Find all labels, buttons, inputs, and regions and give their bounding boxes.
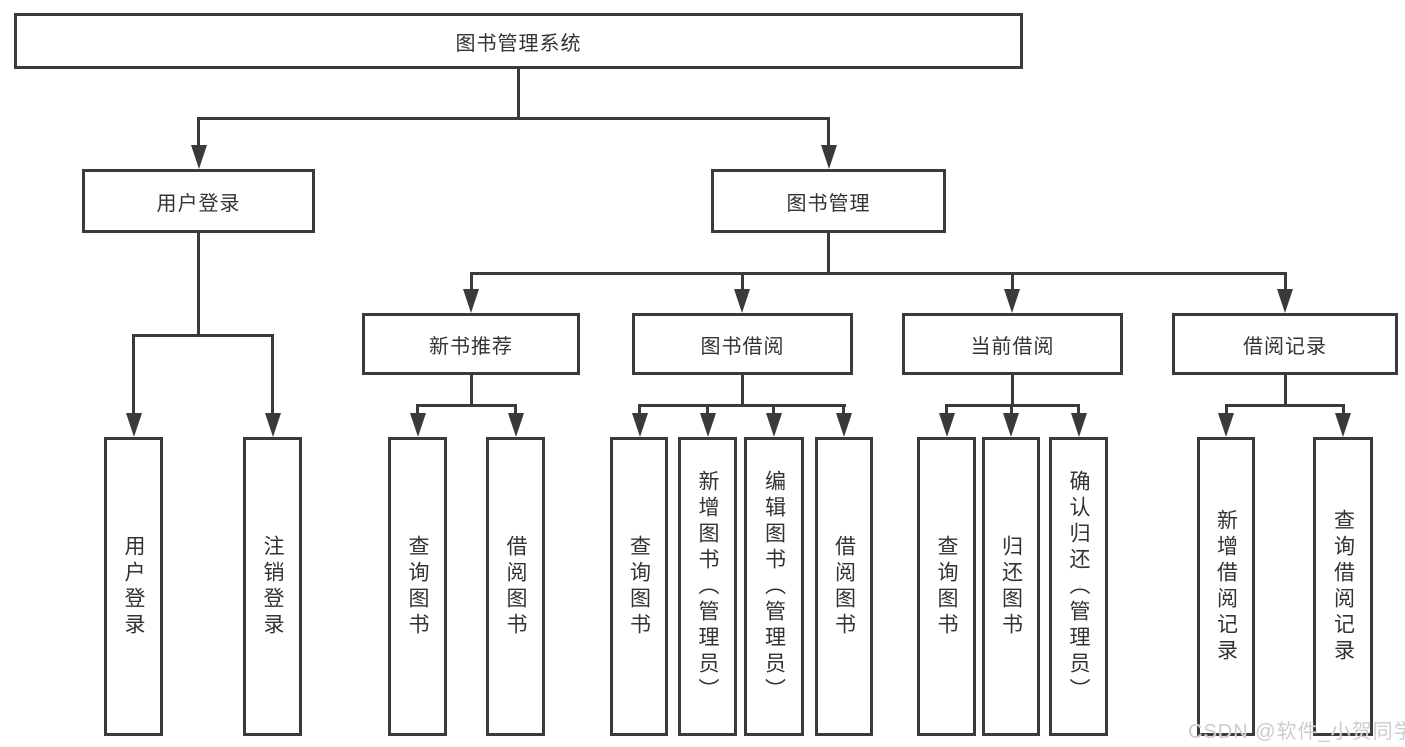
- connector-line: [271, 334, 274, 416]
- connector-line: [1284, 272, 1287, 292]
- leaf-borrow-books: 借阅图书: [815, 437, 873, 736]
- leaf-user-login: 用户登录: [104, 437, 163, 736]
- connector-line: [1284, 375, 1287, 407]
- connector-line: [842, 404, 845, 416]
- arrowhead-icon: [766, 413, 782, 437]
- arrowhead-icon: [700, 413, 716, 437]
- leaf-return-book: 归还图书: [982, 437, 1040, 736]
- connector-line: [514, 404, 517, 416]
- connector-line: [638, 404, 641, 416]
- connector-line: [1077, 404, 1080, 416]
- node-root: 图书管理系统: [14, 13, 1023, 69]
- arrowhead-icon: [821, 145, 837, 169]
- connector-line: [827, 233, 830, 275]
- arrowhead-icon: [1004, 289, 1020, 313]
- arrowhead-icon: [265, 413, 281, 437]
- connector-line: [132, 334, 274, 337]
- connector-line: [1342, 404, 1345, 416]
- leaf-logout: 注销登录: [243, 437, 302, 736]
- arrowhead-icon: [508, 413, 524, 437]
- arrowhead-icon: [1003, 413, 1019, 437]
- leaf-query-books-borrow: 查询图书: [610, 437, 668, 736]
- connector-line: [517, 69, 520, 119]
- leaf-add-book-admin: 新增图书（管理员）: [678, 437, 737, 736]
- leaf-borrow-books-recommend: 借阅图书: [486, 437, 545, 736]
- arrowhead-icon: [126, 413, 142, 437]
- node-new-book-recommend: 新书推荐: [362, 313, 580, 375]
- connector-line: [197, 233, 200, 337]
- arrowhead-icon: [734, 289, 750, 313]
- connector-line: [741, 272, 744, 292]
- node-user-login: 用户登录: [82, 169, 315, 233]
- arrowhead-icon: [1335, 413, 1351, 437]
- connector-line: [945, 404, 948, 416]
- connector-line: [470, 272, 473, 292]
- csdn-watermark: CSDN @软件_小贺同学: [1188, 721, 1405, 743]
- node-book-borrow: 图书借阅: [632, 313, 853, 375]
- connector-line: [416, 404, 517, 407]
- leaf-query-borrow-record: 查询借阅记录: [1313, 437, 1373, 736]
- connector-line: [638, 404, 846, 407]
- connector-line: [1010, 404, 1013, 416]
- connector-line: [1225, 404, 1345, 407]
- arrowhead-icon: [632, 413, 648, 437]
- arrowhead-icon: [410, 413, 426, 437]
- connector-line: [416, 404, 419, 416]
- connector-line: [1225, 404, 1228, 416]
- arrowhead-icon: [1218, 413, 1234, 437]
- arrowhead-icon: [1277, 289, 1293, 313]
- node-current-borrow: 当前借阅: [902, 313, 1123, 375]
- connector-line: [470, 375, 473, 407]
- connector-line: [470, 272, 1286, 275]
- arrowhead-icon: [836, 413, 852, 437]
- connector-line: [197, 117, 830, 120]
- leaf-add-borrow-record: 新增借阅记录: [1197, 437, 1255, 736]
- connector-line: [1011, 375, 1014, 407]
- leaf-query-books-recommend: 查询图书: [388, 437, 447, 736]
- leaf-query-books-current: 查询图书: [917, 437, 976, 736]
- connector-line: [197, 117, 200, 147]
- connector-line: [827, 117, 830, 147]
- connector-line: [132, 334, 135, 416]
- connector-line: [1011, 272, 1014, 292]
- node-book-management: 图书管理: [711, 169, 946, 233]
- arrowhead-icon: [939, 413, 955, 437]
- arrowhead-icon: [463, 289, 479, 313]
- connector-line: [772, 404, 775, 416]
- leaf-confirm-return-admin: 确认归还（管理员）: [1049, 437, 1108, 736]
- node-borrow-records: 借阅记录: [1172, 313, 1398, 375]
- connector-line: [741, 375, 744, 407]
- connector-line: [706, 404, 709, 416]
- leaf-edit-book-admin: 编辑图书（管理员）: [744, 437, 804, 736]
- arrowhead-icon: [1071, 413, 1087, 437]
- arrowhead-icon: [191, 145, 207, 169]
